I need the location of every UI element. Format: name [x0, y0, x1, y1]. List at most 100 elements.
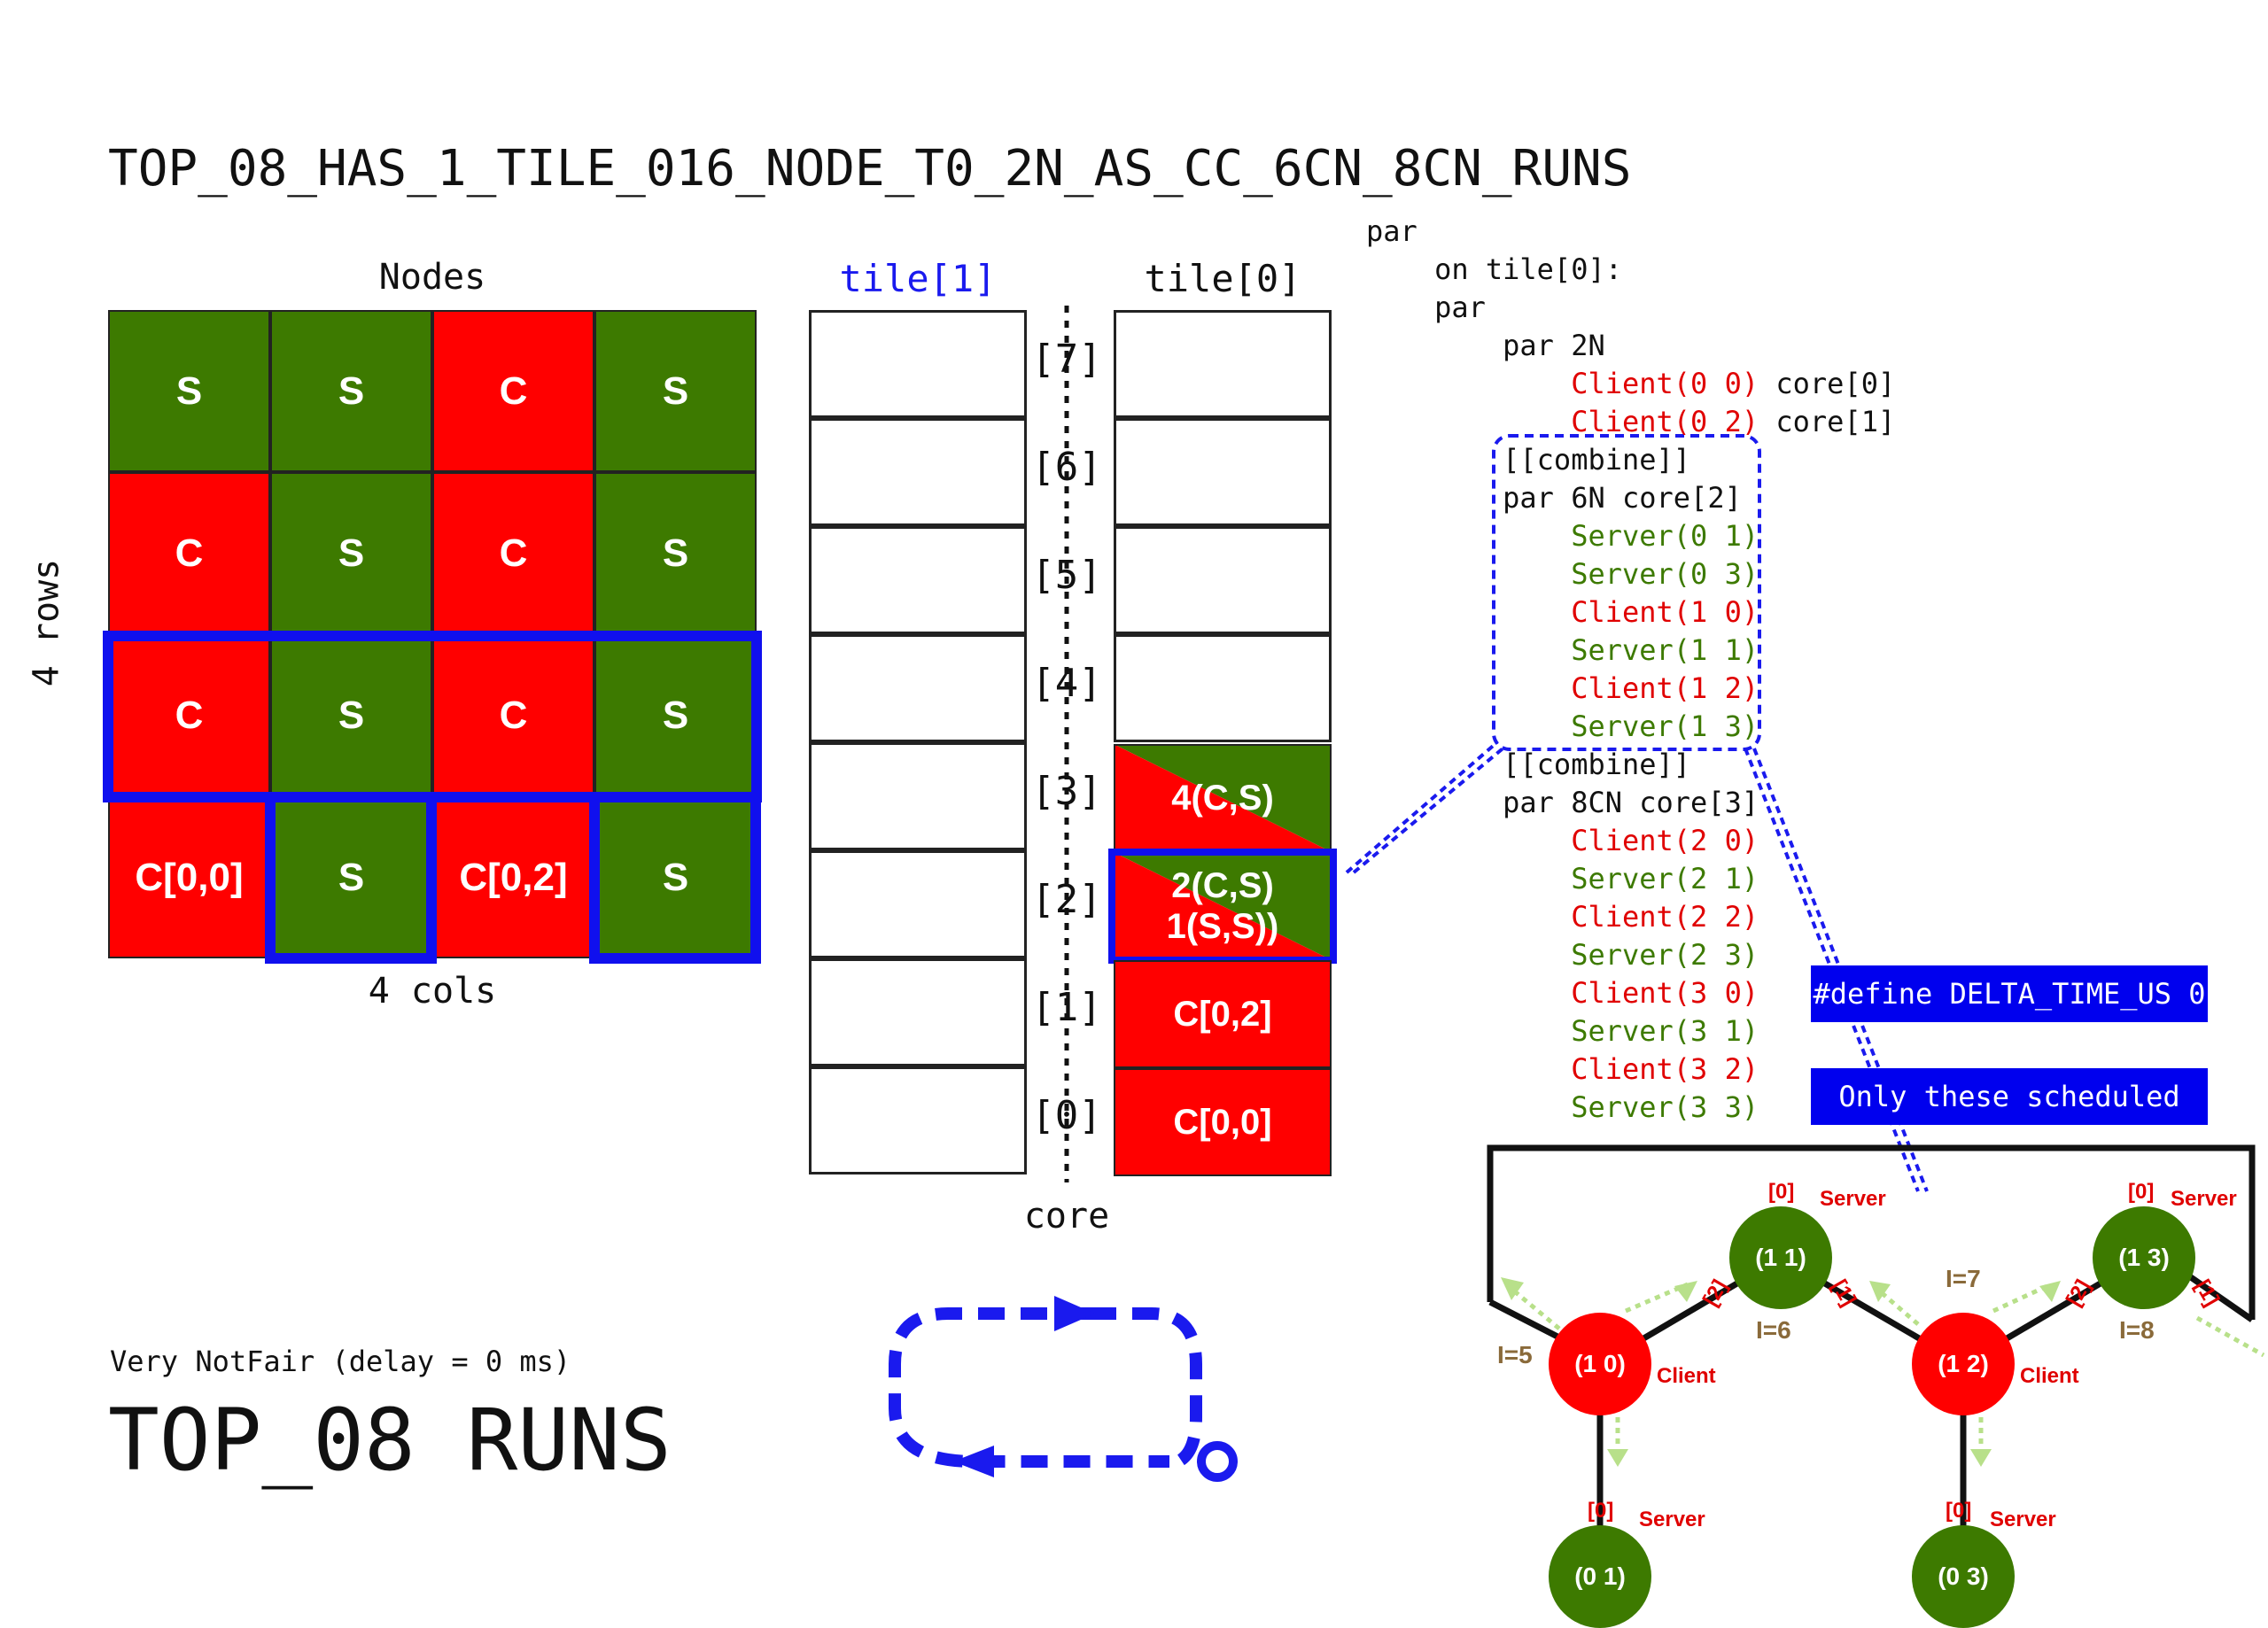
link-label-8: I=8 — [2119, 1316, 2155, 1344]
tile0-slot-empty — [1114, 310, 1332, 418]
core-index-label: [0] — [1027, 1093, 1107, 1138]
tile1-slot — [809, 310, 1027, 418]
node-cell: C — [432, 472, 594, 634]
node-cell: C — [432, 634, 594, 796]
tile0-slot-empty — [1114, 418, 1332, 526]
loop-arrow-icon — [889, 1296, 1238, 1482]
node-cell: S — [270, 472, 432, 634]
code-text: Client(3 0) — [1366, 976, 1759, 1010]
code-text: Client(0 0) — [1366, 367, 1759, 400]
code-text: Server(0 3) — [1366, 557, 1759, 591]
code-line: par 6N core[2] — [1366, 479, 1895, 517]
tile0-slot-1: C[0,2] — [1114, 960, 1332, 1068]
code-line: par 2N — [1366, 327, 1895, 365]
code-line: on tile[0]: — [1366, 251, 1895, 289]
code-text: Server(1 1) — [1366, 633, 1759, 667]
code-line: Client(2 2) — [1366, 898, 1895, 936]
cell-highlight-1 — [265, 792, 437, 964]
tile0-slot-0: C[0,0] — [1114, 1068, 1332, 1176]
code-text: Server(2 3) — [1366, 938, 1759, 972]
node-0-1-port: [0] — [1588, 1499, 1614, 1523]
node-cell: C — [108, 634, 270, 796]
cell-highlight-3 — [589, 792, 761, 964]
code-line: Server(3 1) — [1366, 1012, 1895, 1050]
core-index-label: [1] — [1027, 985, 1107, 1030]
code-line: Client(3 0) — [1366, 974, 1895, 1012]
node-1-0-role: Client — [1657, 1364, 1716, 1388]
code-line: [[combine]] — [1366, 441, 1895, 479]
node-0-3-port: [0] — [1946, 1499, 1972, 1523]
code-line: Client(0 2) core[1] — [1366, 403, 1895, 441]
code-line: par — [1366, 213, 1895, 251]
node-1-2: (1 2) — [1912, 1313, 2015, 1415]
code-line: Server(0 1) — [1366, 517, 1895, 555]
code-text: [[combine]] — [1366, 748, 1691, 781]
code-text: par 6N core[2] — [1366, 481, 1742, 515]
code-text: Client(3 2) — [1366, 1052, 1759, 1086]
core-index-label: [6] — [1027, 445, 1107, 490]
node-1-2-role: Client — [2020, 1364, 2079, 1388]
tile0-slot-empty — [1114, 526, 1332, 634]
link-label-7: I=7 — [1946, 1265, 1981, 1292]
code-text: Server(2 1) — [1366, 862, 1759, 895]
node-cell: S — [594, 310, 757, 472]
code-line: Client(0 0) core[0] — [1366, 365, 1895, 403]
node-0-3-role: Server — [1990, 1508, 2056, 1531]
code-line: par — [1366, 289, 1895, 327]
footer-big-title: TOP_08 RUNS — [108, 1391, 672, 1490]
node-0-1-role: Server — [1639, 1508, 1705, 1531]
link-label-5: I=5 — [1497, 1341, 1533, 1368]
tile0-label: tile[0] — [1144, 257, 1301, 300]
node-0-3: (0 3) — [1912, 1525, 2015, 1628]
node-cell: C — [432, 310, 594, 472]
node-cell: S — [108, 310, 270, 472]
core-axis-label: core — [1023, 1196, 1110, 1237]
code-text: par 8CN core[3] — [1366, 786, 1759, 819]
footer-subtitle: Very NotFair (delay = 0 ms) — [110, 1345, 571, 1378]
code-line: Server(1 1) — [1366, 632, 1895, 670]
code-text: Server(3 3) — [1366, 1090, 1759, 1124]
node-cell: S — [270, 634, 432, 796]
link-label-6: I=6 — [1756, 1316, 1791, 1344]
code-line: par 8CN core[3] — [1366, 784, 1895, 822]
code-text: Client(1 2) — [1366, 671, 1759, 705]
node-1-1-port: [0] — [1768, 1180, 1795, 1204]
nodes-heading: Nodes — [378, 257, 486, 298]
node-cell: C[0,0] — [108, 796, 270, 958]
tile0-split-slots — [1114, 744, 1332, 960]
code-line: Server(2 3) — [1366, 936, 1895, 974]
node-1-1-role: Server — [1820, 1187, 1886, 1211]
node-cell: S — [594, 634, 757, 796]
code-suffix: core[0] — [1759, 367, 1896, 400]
code-line: Client(1 0) — [1366, 593, 1895, 632]
code-text: par — [1366, 291, 1486, 324]
code-text: par 2N — [1366, 329, 1605, 362]
code-text: Server(3 1) — [1366, 1014, 1759, 1048]
code-text: Server(1 3) — [1366, 709, 1759, 743]
node-cell: C — [108, 472, 270, 634]
code-text: Client(0 2) — [1366, 405, 1759, 438]
code-line: Server(1 3) — [1366, 708, 1895, 746]
tile1-slot — [809, 742, 1027, 850]
tile0-slot-empty — [1114, 634, 1332, 742]
code-text: [[combine]] — [1366, 443, 1691, 477]
code-listing: par on tile[0]: par par 2N Client(0 0) c… — [1366, 213, 1895, 1127]
code-line: Client(3 2) — [1366, 1050, 1895, 1089]
code-line: Server(2 1) — [1366, 860, 1895, 898]
node-1-3: (1 3) — [2093, 1206, 2195, 1309]
node-cell: S — [594, 472, 757, 634]
node-0-1: (0 1) — [1549, 1525, 1651, 1628]
code-text: Client(2 2) — [1366, 900, 1759, 934]
tile1-slot — [809, 634, 1027, 742]
core-index-label: [7] — [1027, 337, 1107, 382]
code-line: Client(1 2) — [1366, 670, 1895, 708]
tile0-slot-3: 4(C,S) — [1171, 779, 1274, 818]
node-cell: C[0,2] — [432, 796, 594, 958]
core-index-label: [5] — [1027, 553, 1107, 598]
code-line: Client(2 0) — [1366, 822, 1895, 860]
tile1-slot — [809, 418, 1027, 526]
tile1-label: tile[1] — [839, 257, 997, 300]
scheduled-note: Only these scheduled — [1811, 1068, 2208, 1125]
node-1-0: (1 0) — [1549, 1313, 1651, 1415]
code-line: Server(3 3) — [1366, 1089, 1895, 1127]
